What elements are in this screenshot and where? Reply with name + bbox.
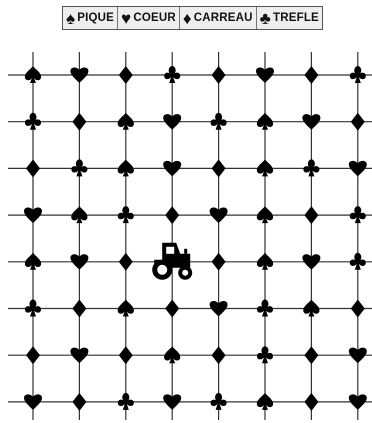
diamond-icon[interactable] — [165, 206, 179, 224]
spade-icon[interactable] — [164, 346, 180, 363]
diamond-icon[interactable] — [72, 393, 86, 411]
club-icon[interactable] — [71, 159, 87, 176]
spade-icon[interactable] — [257, 113, 273, 130]
spade-icon[interactable] — [303, 300, 319, 317]
diamond-icon[interactable] — [212, 346, 226, 364]
spade-icon[interactable] — [25, 253, 41, 270]
grid-lines — [8, 52, 372, 420]
diamond-icon[interactable] — [119, 66, 133, 84]
spade-icon[interactable] — [257, 206, 273, 223]
club-icon[interactable] — [211, 113, 227, 130]
club-icon[interactable] — [257, 346, 273, 363]
diamond-icon[interactable] — [304, 393, 318, 411]
diamond-icon[interactable] — [165, 300, 179, 318]
club-icon[interactable] — [350, 66, 366, 83]
diamond-icon[interactable] — [212, 253, 226, 271]
club-icon[interactable] — [164, 66, 180, 83]
diamond-icon[interactable] — [351, 113, 365, 131]
club-icon[interactable] — [303, 159, 319, 176]
grid-nodes — [24, 66, 367, 411]
spade-icon[interactable] — [118, 300, 134, 317]
diamond-icon[interactable] — [304, 346, 318, 364]
diamond-icon[interactable] — [26, 346, 40, 364]
spade-icon[interactable] — [25, 66, 41, 83]
spade-icon[interactable] — [257, 159, 273, 176]
spade-icon[interactable] — [257, 253, 273, 270]
club-icon[interactable] — [211, 393, 227, 410]
club-icon[interactable] — [25, 113, 41, 130]
diamond-icon[interactable] — [72, 113, 86, 131]
diamond-icon[interactable] — [26, 159, 40, 177]
spade-icon[interactable] — [257, 393, 273, 410]
spade-icon[interactable] — [118, 113, 134, 130]
club-icon[interactable] — [257, 300, 273, 317]
club-icon[interactable] — [350, 206, 366, 223]
spade-icon[interactable] — [118, 159, 134, 176]
club-icon[interactable] — [118, 206, 134, 223]
diamond-icon[interactable] — [119, 253, 133, 271]
club-icon[interactable] — [350, 253, 366, 270]
diamond-icon[interactable] — [304, 206, 318, 224]
club-icon[interactable] — [25, 300, 41, 317]
diamond-icon[interactable] — [212, 159, 226, 177]
club-icon[interactable] — [118, 393, 134, 410]
diamond-icon[interactable] — [72, 300, 86, 318]
diamond-icon[interactable] — [304, 66, 318, 84]
spade-icon[interactable] — [71, 206, 87, 223]
diamond-icon[interactable] — [212, 66, 226, 84]
diamond-icon[interactable] — [351, 300, 365, 318]
diamond-icon[interactable] — [119, 346, 133, 364]
